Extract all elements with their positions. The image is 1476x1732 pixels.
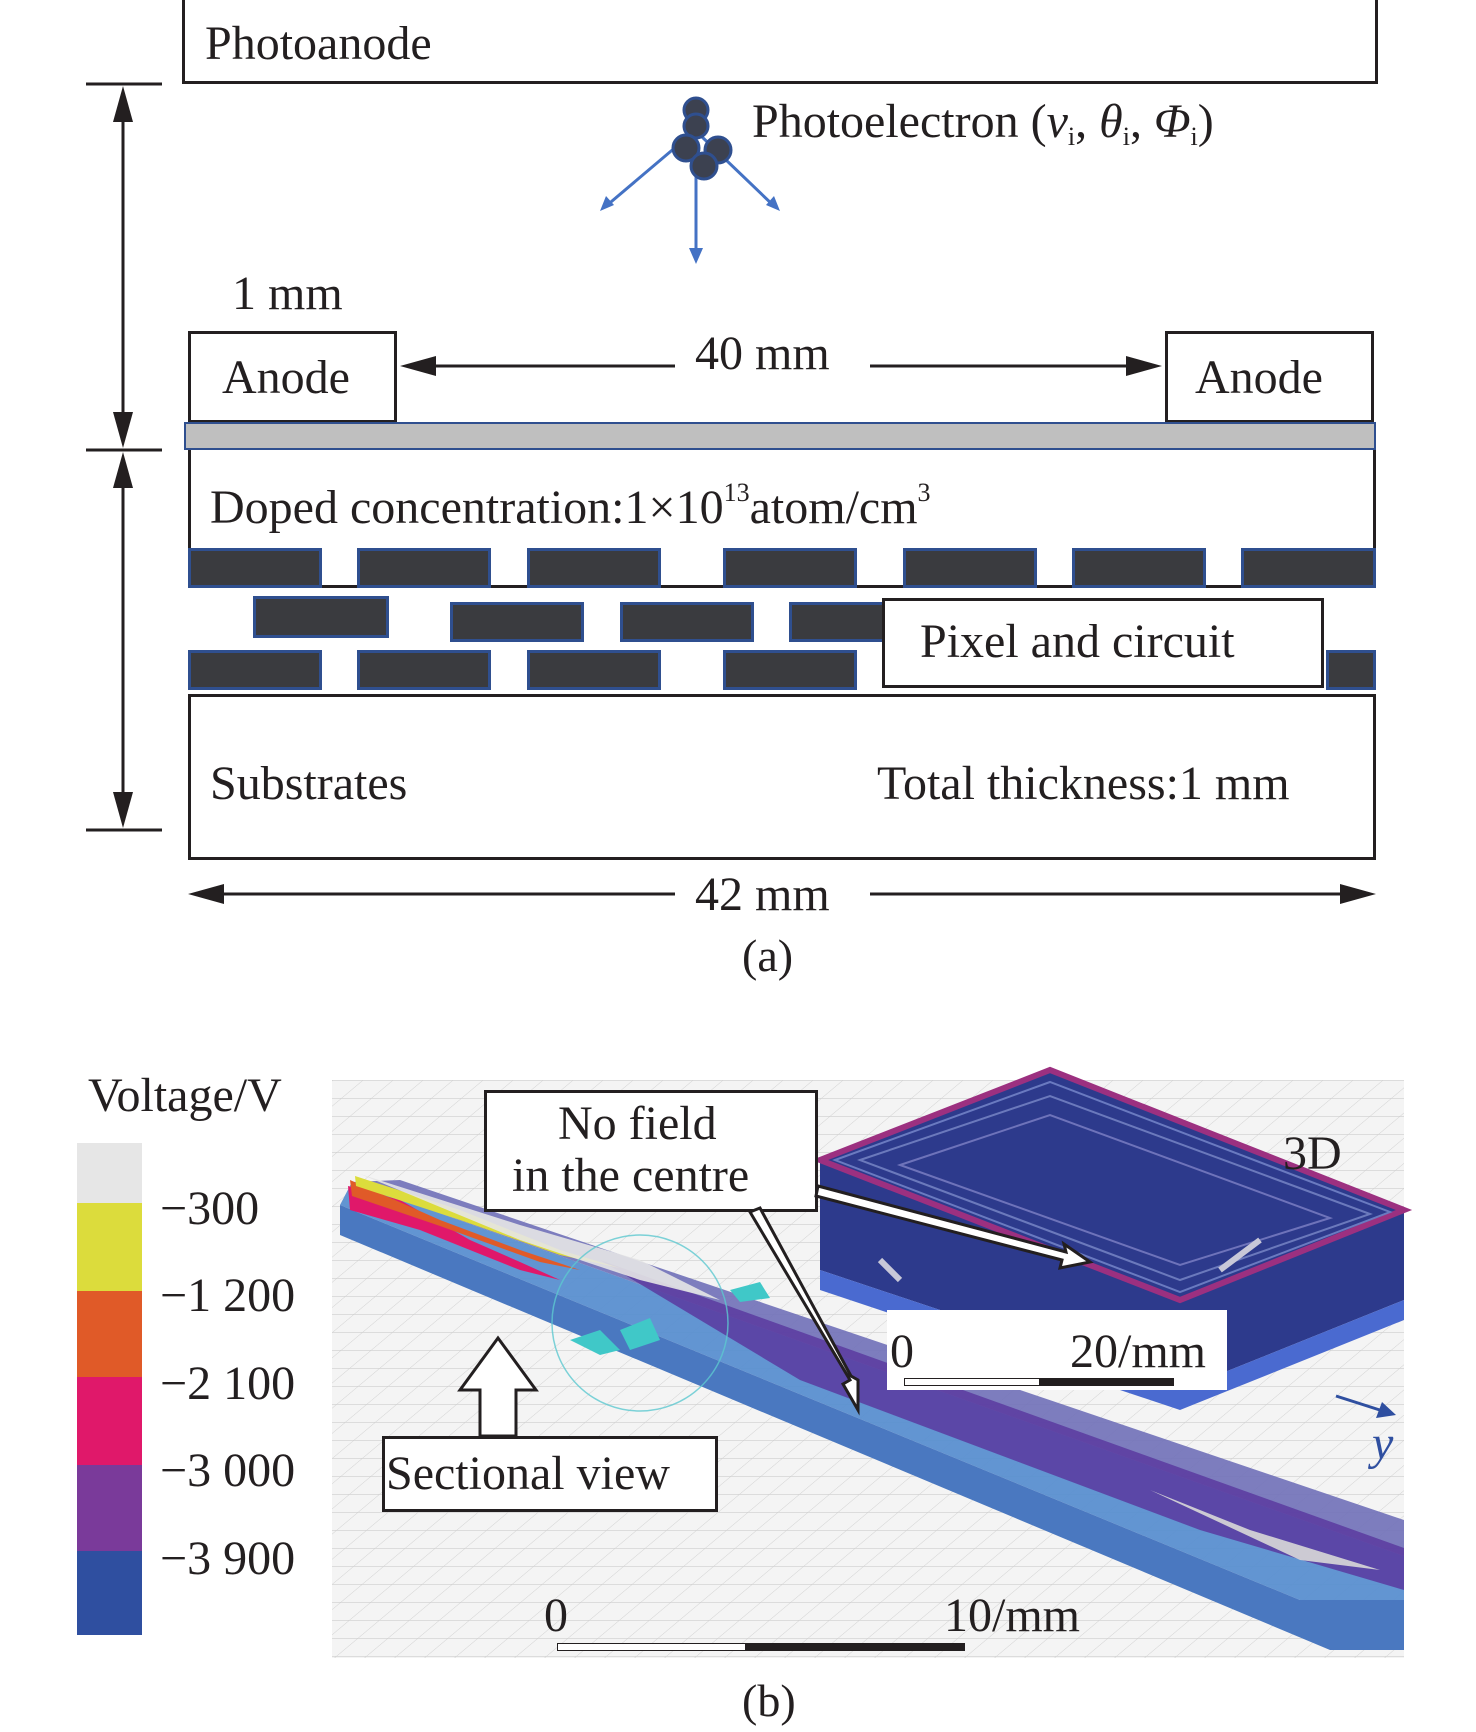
substrate-box: [188, 694, 1376, 860]
anode-right-label: Anode: [1195, 351, 1323, 404]
legend-swatch-5: [77, 1551, 142, 1635]
pixel-circuit-box: [882, 598, 1324, 688]
anode-left-label: Anode: [222, 351, 350, 404]
main-scale-end: 10/mm: [944, 1589, 1081, 1642]
anode-left-box: [188, 331, 397, 423]
no-field-line2: in the centre: [512, 1149, 750, 1202]
inset-scale-bg: [887, 1310, 1227, 1390]
legend-swatch-3: [77, 1377, 142, 1465]
legend-value-2: −2 100: [160, 1357, 296, 1410]
sectional-view-label: Sectional view: [386, 1447, 670, 1500]
inset-scale-bar: [904, 1378, 1174, 1386]
inset-scale-end: 20/mm: [1070, 1325, 1207, 1378]
no-field-line1: No field: [558, 1097, 717, 1150]
caption-b: (b): [742, 1675, 796, 1726]
legend-swatch-0: [77, 1143, 142, 1203]
pixel-circuit-label: Pixel and circuit: [920, 615, 1235, 668]
legend-swatch-1: [77, 1203, 142, 1291]
anode-right-box: [1165, 331, 1374, 423]
sectional-view-box: [382, 1436, 718, 1512]
anode-width-label: 1 mm: [232, 267, 343, 320]
anode-gap-label: 40 mm: [695, 327, 830, 380]
legend-value-0: −300: [160, 1182, 260, 1235]
inset-scale-start: 0: [890, 1325, 914, 1378]
main-scale-start: 0: [544, 1589, 568, 1642]
no-field-callout-box: [484, 1090, 818, 1212]
caption-a: (a): [742, 930, 794, 981]
total-thickness-label: Total thickness:1 mm: [877, 757, 1290, 810]
doped-concentration-label: Doped concentration:1×1013atom/cm3: [210, 478, 931, 534]
photoanode-label: Photoanode: [205, 17, 432, 70]
photoelectron-label: Photoelectron (vi, θi, Φi): [752, 95, 1214, 151]
label-3d: 3D: [1283, 1127, 1342, 1180]
main-scale-bar: [557, 1643, 965, 1651]
photoanode-box: [182, 0, 1378, 84]
electrode-bar: [184, 422, 1376, 450]
legend-value-3: −3 000: [160, 1444, 296, 1497]
axis-y-label: y: [1372, 1417, 1394, 1470]
legend-value-1: −1 200: [160, 1269, 296, 1322]
legend-swatch-4: [77, 1465, 142, 1551]
legend-title: Voltage/V: [88, 1069, 282, 1122]
total-width-label: 42 mm: [695, 868, 830, 921]
legend-swatch-2: [77, 1291, 142, 1377]
legend-value-4: −3 900: [160, 1532, 296, 1585]
substrates-label: Substrates: [210, 757, 408, 810]
